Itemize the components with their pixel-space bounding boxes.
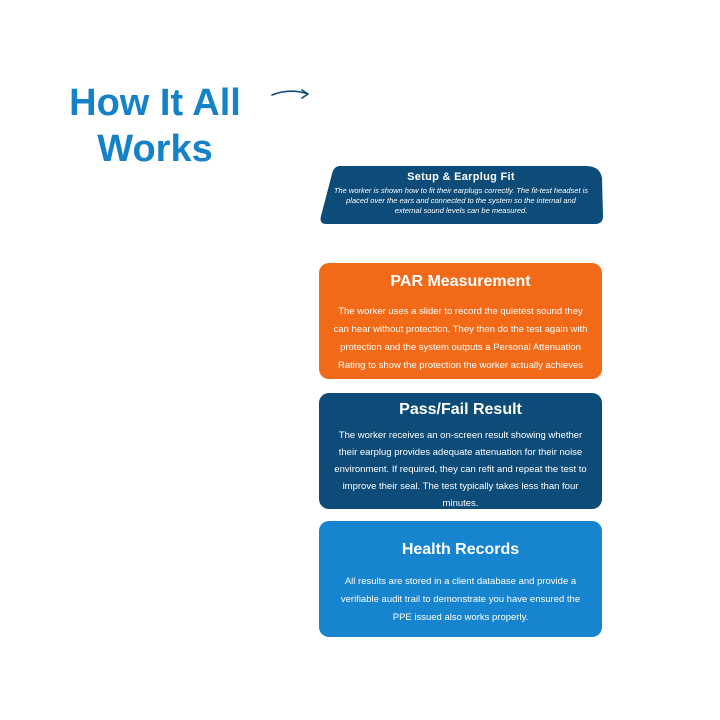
step-description: The worker is shown how to fit their ear… [333, 186, 589, 215]
step-card-health-records: Health Records All results are stored in… [319, 521, 602, 637]
step-card-setup: Setup & Earplug Fit The worker is shown … [318, 164, 604, 226]
step-title: Pass/Fail Result [399, 401, 522, 418]
right-arrow-icon [271, 89, 309, 99]
card-shape [320, 166, 603, 224]
step-description: The worker uses a slider to record the q… [333, 306, 588, 389]
step-description: The worker receives an on-screen result … [334, 430, 587, 509]
page-title: How It All Works [69, 82, 241, 170]
step-title: PAR Measurement [390, 273, 531, 290]
step-description: All results are stored in a client datab… [340, 576, 581, 623]
step-title: Setup & Earplug Fit [407, 171, 515, 183]
step-card-pass-fail: Pass/Fail Result The worker receives an … [319, 393, 602, 509]
step-card-par-measurement: PAR Measurement The worker uses a slider… [319, 263, 602, 389]
step-title: Health Records [401, 541, 520, 558]
